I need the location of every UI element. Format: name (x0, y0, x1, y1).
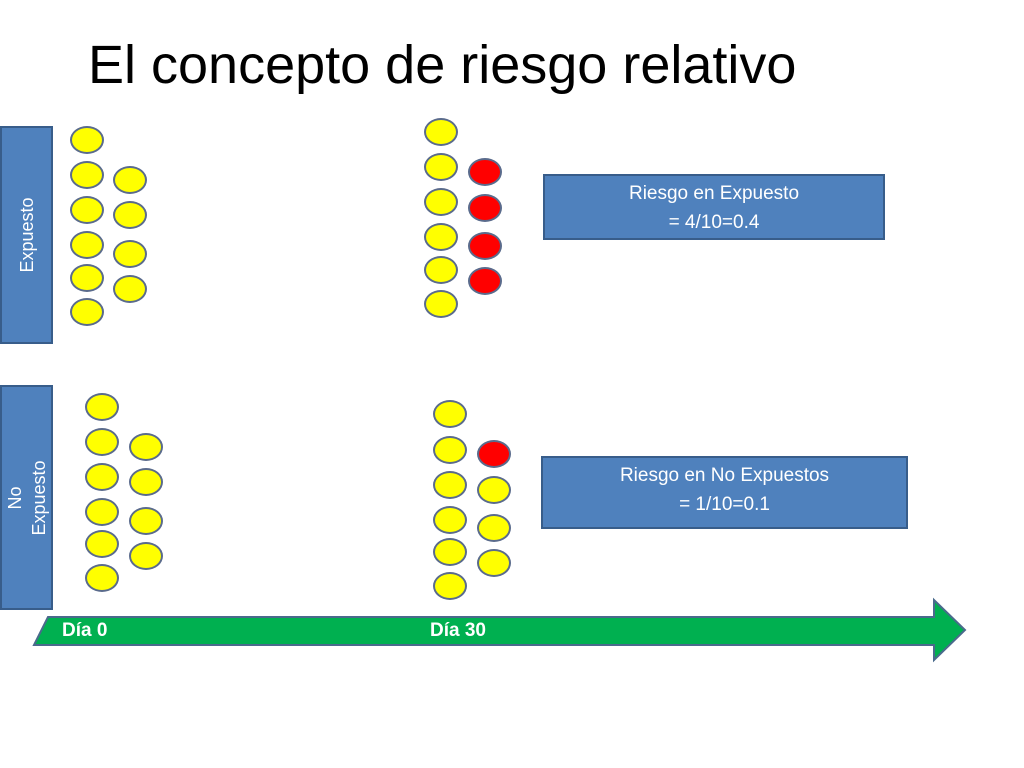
unexposed-day30-healthy-dot (477, 476, 511, 504)
unexposed-day0-healthy-dot (129, 542, 163, 570)
exposed-day30-healthy-dot (424, 118, 458, 146)
exposed-risk-box: Riesgo en Expuesto = 4/10=0.4 (543, 174, 885, 240)
exposed-risk-line2: = 4/10=0.4 (668, 212, 760, 233)
unexposed-day30-healthy-dot (433, 400, 467, 428)
unexposed-day30-healthy-dot (433, 471, 467, 499)
unexposed-day0-healthy-dot (129, 468, 163, 496)
unexposed-day0-healthy-dot (85, 428, 119, 456)
unexposed-day0-healthy-dot (85, 393, 119, 421)
unexposed-day0-healthy-dot (85, 498, 119, 526)
exposed-group-label: Expuesto (0, 126, 53, 344)
exposed-day0-healthy-dot (113, 240, 147, 268)
exposed-day30-healthy-dot (424, 290, 458, 318)
unexposed-day30-healthy-dot (477, 549, 511, 577)
exposed-day30-sick-dot (468, 158, 502, 186)
exposed-day30-healthy-dot (424, 188, 458, 216)
timeline-arrow-shape (32, 597, 967, 663)
exposed-day0-healthy-dot (70, 231, 104, 259)
unexposed-day0-healthy-dot (85, 463, 119, 491)
unexposed-day0-healthy-dot (85, 564, 119, 592)
unexposed-day30-healthy-dot (433, 538, 467, 566)
unexposed-day0-healthy-dot (85, 530, 119, 558)
unexposed-risk-line1: Riesgo en No Expuestos (619, 465, 830, 486)
exposed-day0-healthy-dot (113, 166, 147, 194)
timeline-start-label: Día 0 (62, 620, 108, 641)
exposed-day30-healthy-dot (424, 223, 458, 251)
exposed-day0-healthy-dot (113, 275, 147, 303)
unexposed-day30-sick-dot (477, 440, 511, 468)
slide-title: El concepto de riesgo relativo (88, 35, 797, 95)
timeline-end-label: Día 30 (430, 620, 486, 641)
exposed-day0-healthy-dot (70, 161, 104, 189)
exposed-day30-healthy-dot (424, 256, 458, 284)
unexposed-day30-healthy-dot (433, 436, 467, 464)
unexposed-day30-healthy-dot (477, 514, 511, 542)
unexposed-risk-box: Riesgo en No Expuestos = 1/10=0.1 (541, 456, 908, 529)
exposed-day0-healthy-dot (70, 264, 104, 292)
exposed-day30-sick-dot (468, 232, 502, 260)
exposed-day0-healthy-dot (70, 196, 104, 224)
exposed-day0-healthy-dot (70, 126, 104, 154)
unexposed-risk-line2: = 1/10=0.1 (679, 494, 770, 515)
unexposed-day30-healthy-dot (433, 506, 467, 534)
exposed-day30-sick-dot (468, 194, 502, 222)
unexposed-day30-healthy-dot (433, 572, 467, 600)
exposed-day0-healthy-dot (113, 201, 147, 229)
exposed-day30-sick-dot (468, 267, 502, 295)
exposed-day30-healthy-dot (424, 153, 458, 181)
unexposed-group-label: No Expuesto (0, 385, 53, 610)
exposed-risk-line1: Riesgo en Expuesto (628, 183, 800, 204)
unexposed-day0-healthy-dot (129, 433, 163, 461)
unexposed-day0-healthy-dot (129, 507, 163, 535)
exposed-day0-healthy-dot (70, 298, 104, 326)
